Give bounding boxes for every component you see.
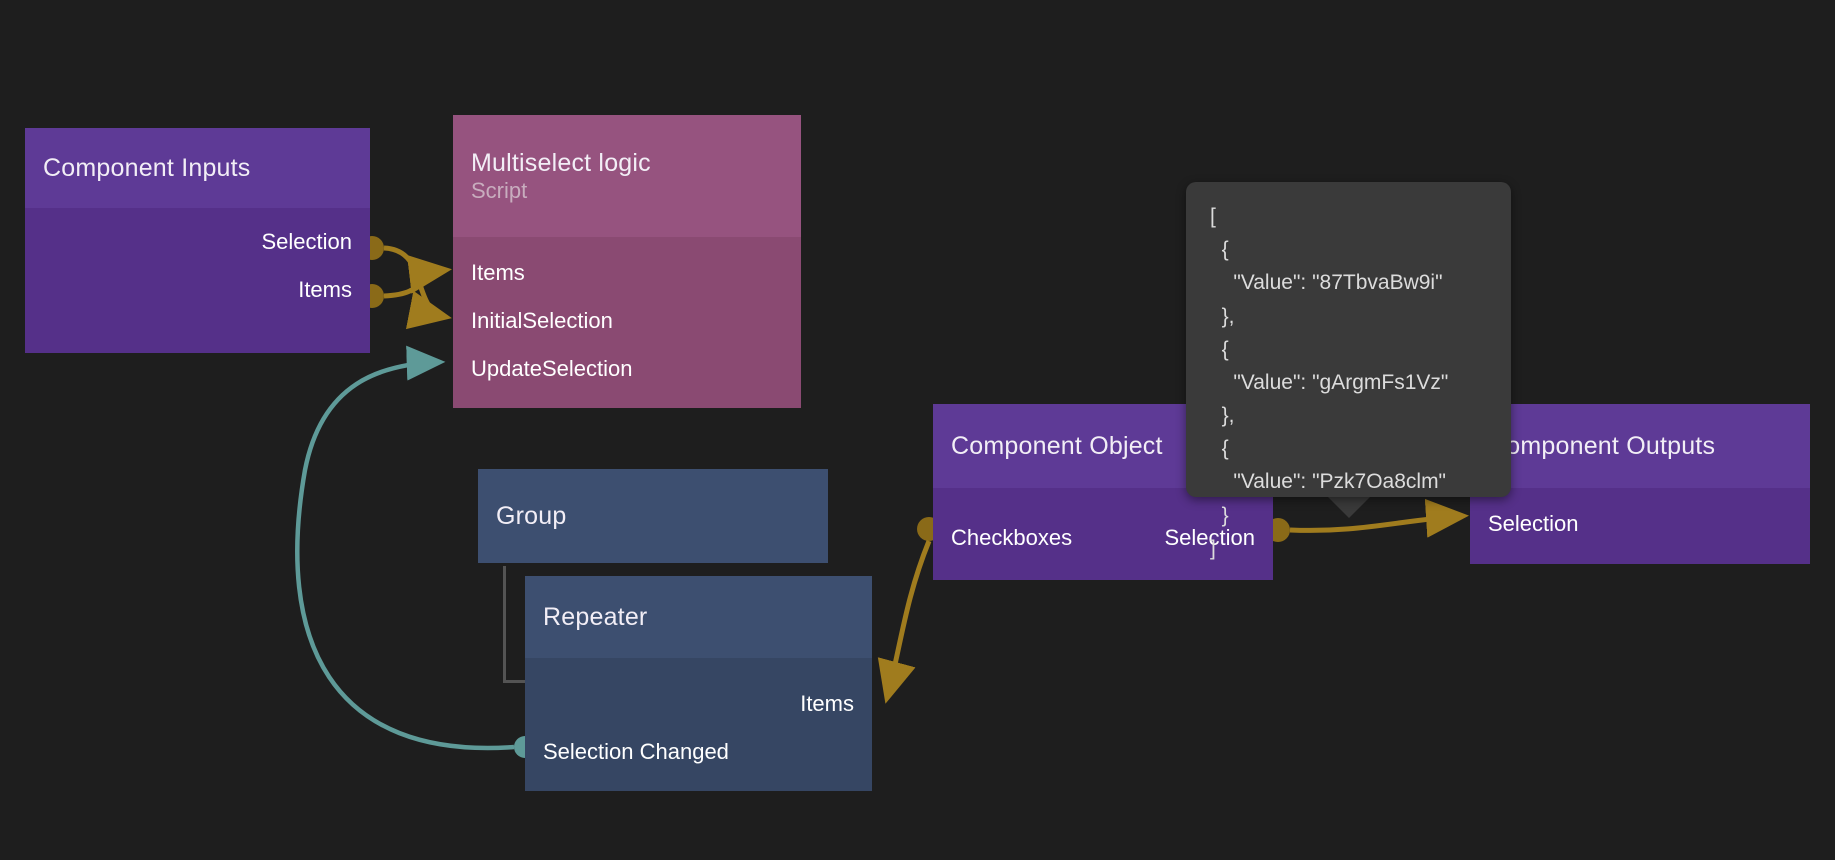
- port-out-selection[interactable]: Selection: [25, 218, 370, 266]
- port-in-selection-changed[interactable]: Selection Changed: [525, 728, 872, 776]
- node-title: Multiselect logic: [471, 148, 651, 177]
- port-label: Items: [800, 691, 854, 716]
- node-subtitle: Script: [471, 177, 528, 203]
- node-title: Component Inputs: [43, 153, 251, 182]
- port-row-checkboxes-selection[interactable]: Checkboxes Selection: [933, 514, 1273, 562]
- port-label-checkboxes: Checkboxes: [951, 525, 1073, 550]
- port-in-updateselection[interactable]: UpdateSelection: [453, 345, 801, 393]
- port-label: InitialSelection: [471, 308, 613, 333]
- node-group[interactable]: Group: [478, 469, 828, 563]
- node-repeater[interactable]: Repeater Items Selection Changed: [525, 576, 872, 791]
- node-title: Component Object: [951, 431, 1163, 460]
- node-header: Repeater: [525, 576, 872, 658]
- node-body: Items Selection Changed: [525, 658, 872, 791]
- tooltip-pointer-icon: [1327, 496, 1371, 518]
- port-label: Items: [471, 260, 525, 285]
- port-label: Selection Changed: [543, 739, 729, 764]
- node-component-inputs[interactable]: Component Inputs Selection Items: [25, 128, 370, 353]
- node-title: Repeater: [543, 602, 648, 631]
- node-multiselect-logic[interactable]: Multiselect logic Script Items InitialSe…: [453, 115, 801, 408]
- port-in-items[interactable]: Items: [453, 249, 801, 297]
- value-tooltip: [ { "Value": "87TbvaBw9i" }, { "Value": …: [1186, 182, 1511, 560]
- node-body: Selection: [1470, 488, 1810, 564]
- port-label: Selection: [1488, 511, 1579, 536]
- port-out-items[interactable]: Items: [525, 680, 872, 728]
- port-in-initialselection[interactable]: InitialSelection: [453, 297, 801, 345]
- node-header: Group: [478, 469, 828, 563]
- port-in-selection[interactable]: Selection: [1470, 500, 1810, 548]
- node-header: Component Outputs: [1470, 404, 1810, 488]
- port-out-items[interactable]: Items: [25, 266, 370, 314]
- port-label: Items: [298, 277, 352, 302]
- node-body: Selection Items: [25, 208, 370, 353]
- port-label: Selection: [261, 229, 352, 254]
- port-label: UpdateSelection: [471, 356, 633, 381]
- port-label-selection: Selection: [1164, 525, 1255, 550]
- wire-inputs-selection-to-initialselection: [360, 236, 452, 330]
- node-title: Component Outputs: [1488, 431, 1716, 460]
- node-body: Checkboxes Selection: [933, 488, 1273, 580]
- node-title: Group: [496, 501, 567, 530]
- tooltip-json-text: [ { "Value": "87TbvaBw9i" }, { "Value": …: [1210, 205, 1449, 560]
- wire-inputs-items-to-items: [360, 254, 452, 308]
- node-body: Items InitialSelection UpdateSelection: [453, 237, 801, 408]
- node-header: Component Inputs: [25, 128, 370, 208]
- node-component-outputs[interactable]: Component Outputs Selection: [1470, 404, 1810, 564]
- node-header: Multiselect logic Script: [453, 115, 801, 237]
